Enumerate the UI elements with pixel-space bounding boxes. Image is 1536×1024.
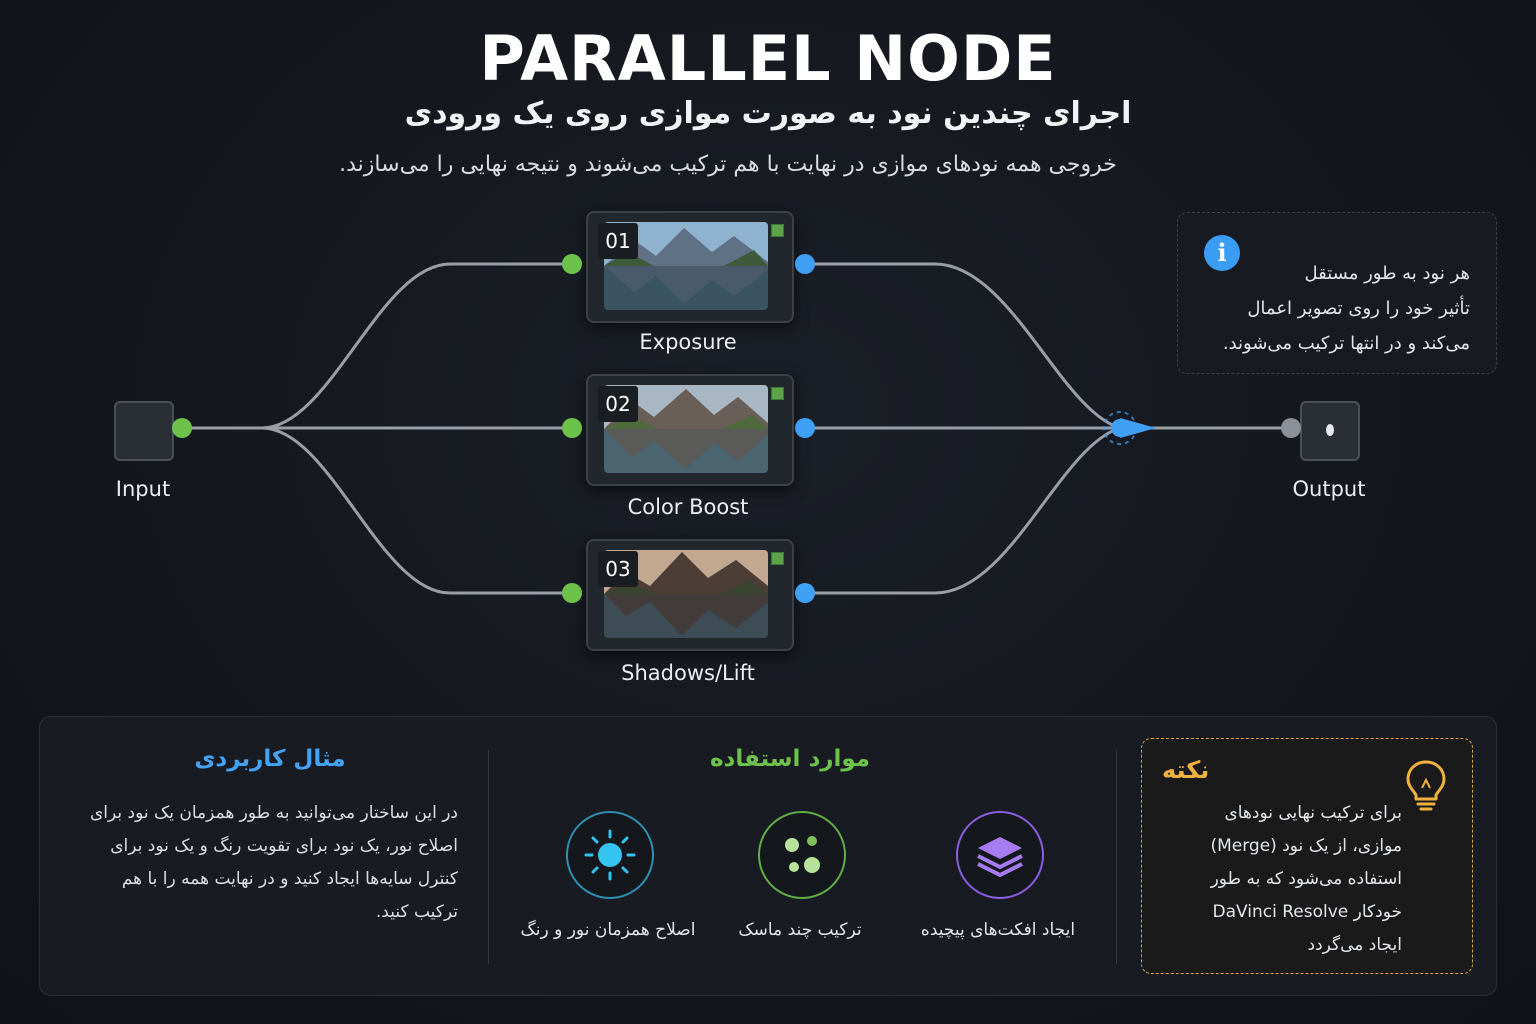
example-line: ترکیب کنید. (66, 896, 458, 929)
wire-03-to-merge (804, 428, 1120, 593)
node-01[interactable]: 01 (586, 211, 794, 323)
node-02[interactable]: 02 (586, 374, 794, 486)
lightbulb-icon (1404, 758, 1448, 812)
merge-point (1104, 412, 1156, 444)
tip-title: نکته (1162, 756, 1209, 784)
example-line: اصلاح نور، یک نود برای تقویت رنگ و یک نو… (66, 830, 458, 863)
mask-blobs-icon (758, 811, 846, 899)
node-number: 02 (598, 386, 638, 422)
node-01-label: Exposure (558, 330, 818, 354)
node-03-output-port[interactable] (795, 583, 815, 603)
node-number: 01 (598, 223, 638, 259)
wire-input-to-01 (182, 264, 572, 428)
info-line: تأثیر خود را روی تصویر اعمال (1190, 291, 1470, 326)
sun-icon (566, 811, 654, 899)
output-marker-icon (1326, 424, 1334, 436)
node-number: 03 (598, 551, 638, 587)
example-text: در این ساختار می‌توانید به طور همزمان یک… (66, 797, 458, 929)
node-01-input-port[interactable] (562, 254, 582, 274)
output-input-port[interactable] (1281, 418, 1301, 438)
wire-input-to-03 (182, 428, 572, 593)
node-03-label: Shadows/Lift (558, 661, 818, 685)
node-status-indicator (771, 387, 784, 400)
panel-divider (488, 750, 489, 964)
use-label-masks: ترکیب چند ماسک (700, 920, 900, 940)
node-status-indicator (771, 224, 784, 237)
example-line: کنترل سایه‌ها ایجاد کنید و در نهایت همه … (66, 863, 458, 896)
node-01-output-port[interactable] (795, 254, 815, 274)
node-02-input-port[interactable] (562, 418, 582, 438)
node-02-output-port[interactable] (795, 418, 815, 438)
node-03-input-port[interactable] (562, 583, 582, 603)
tip-line: برای ترکیب نهایی نودهای (1162, 797, 1402, 830)
example-line: در این ساختار می‌توانید به طور همزمان یک… (66, 797, 458, 830)
panel-divider (1116, 750, 1117, 964)
use-label-light-color: اصلاح همزمان نور و رنگ (508, 920, 708, 940)
tip-line: استفاده می‌شود که به طور (1162, 863, 1402, 896)
wire-01-to-merge (804, 264, 1120, 428)
output-node[interactable] (1300, 401, 1360, 461)
example-title: مثال کاربردی (150, 746, 390, 772)
tip-text: برای ترکیب نهایی نودهای موازی، از یک نود… (1162, 797, 1402, 962)
tip-line: خودکار DaVinci Resolve (1162, 896, 1402, 929)
input-output-port[interactable] (172, 418, 192, 438)
uses-title: موارد استفاده (680, 746, 900, 772)
node-status-indicator (771, 552, 784, 565)
tip-line: موازی، از یک نود (Merge) (1162, 830, 1402, 863)
layers-icon (956, 811, 1044, 899)
use-label-effects: ایجاد افکت‌های پیچیده (898, 920, 1098, 940)
node-02-label: Color Boost (558, 495, 818, 519)
input-label: Input (83, 477, 203, 501)
info-text: هر نود به طور مستقل تأثیر خود را روی تصو… (1190, 256, 1470, 361)
info-line: هر نود به طور مستقل (1190, 256, 1470, 291)
tip-line: ایجاد می‌گردد (1162, 929, 1402, 962)
input-node[interactable] (114, 401, 174, 461)
node-03[interactable]: 03 (586, 539, 794, 651)
info-line: می‌کند و در انتها ترکیب می‌شوند. (1190, 326, 1470, 361)
output-label: Output (1269, 477, 1389, 501)
